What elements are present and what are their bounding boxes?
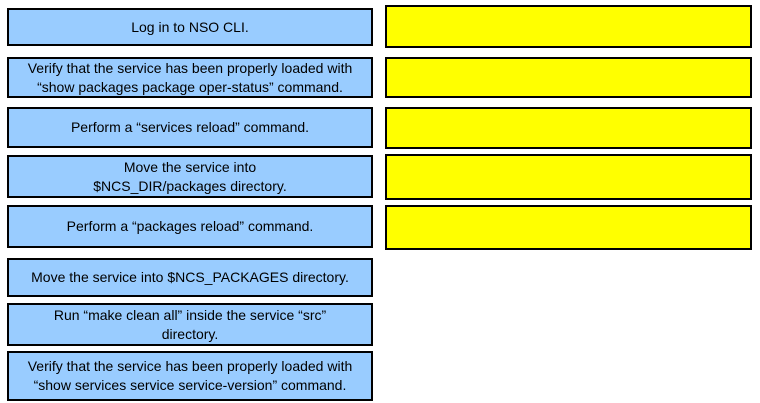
source-option-packages-reload[interactable]: Perform a “packages reload” command. <box>7 205 373 248</box>
source-option-verify-service-version[interactable]: Verify that the service has been properl… <box>7 351 373 401</box>
source-option-label: Perform a “packages reload” command. <box>66 218 314 234</box>
source-option-label: Move the service into $NCS_PACKAGES dire… <box>31 269 349 285</box>
source-option-label: Perform a “services reload” command. <box>70 119 310 135</box>
drop-target-step-5[interactable] <box>385 205 752 250</box>
source-option-label: Verify that the service has been properl… <box>27 59 353 95</box>
source-option-make-clean-all[interactable]: Run “make clean all” inside the service … <box>7 303 373 346</box>
source-option-move-ncs-dir-packages[interactable]: Move the service into $NCS_DIR/packages … <box>7 155 373 198</box>
drop-target-step-2[interactable] <box>385 57 752 98</box>
source-option-label: Log in to NSO CLI. <box>131 18 249 35</box>
source-option-verify-oper-status[interactable]: Verify that the service has been properl… <box>7 57 373 98</box>
source-option-move-ncs-packages[interactable]: Move the service into $NCS_PACKAGES dire… <box>7 258 373 297</box>
source-option-login-nso-cli[interactable]: Log in to NSO CLI. <box>7 8 373 46</box>
drop-target-step-4[interactable] <box>385 154 752 200</box>
source-option-services-reload[interactable]: Perform a “services reload” command. <box>7 107 373 148</box>
drop-target-step-3[interactable] <box>385 107 752 149</box>
source-option-label: Move the service into $NCS_DIR/packages … <box>93 158 287 194</box>
source-option-label: Run “make clean all” inside the service … <box>53 306 327 342</box>
drop-target-step-1[interactable] <box>385 5 752 48</box>
source-option-label: Verify that the service has been properl… <box>27 358 353 393</box>
